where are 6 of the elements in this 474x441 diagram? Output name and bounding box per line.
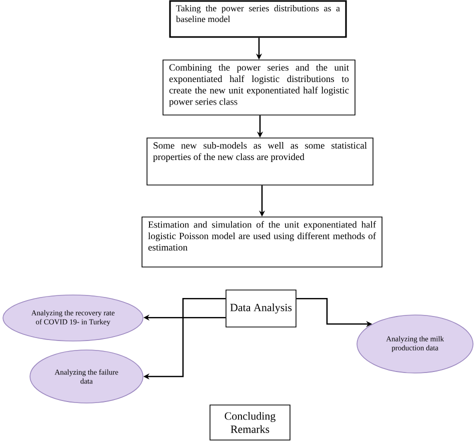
- process-box: Data Analysis: [226, 290, 296, 328]
- process-box: Estimation and simulation of the unit exponentiated half logistic Poisson model are used using different methods of estimation: [142, 216, 382, 268]
- process-box: Concluding Remarks: [210, 404, 290, 440]
- process-box: Some new sub-models as well as some statistical properties of the new class are provided: [146, 138, 374, 186]
- process-box: Taking the power series distributions as a baseline model: [169, 0, 347, 38]
- process-box: Combining the power series and the unit exponentiated half logistic distributions to create the new unit exponentiated half logistic power series class: [162, 60, 356, 116]
